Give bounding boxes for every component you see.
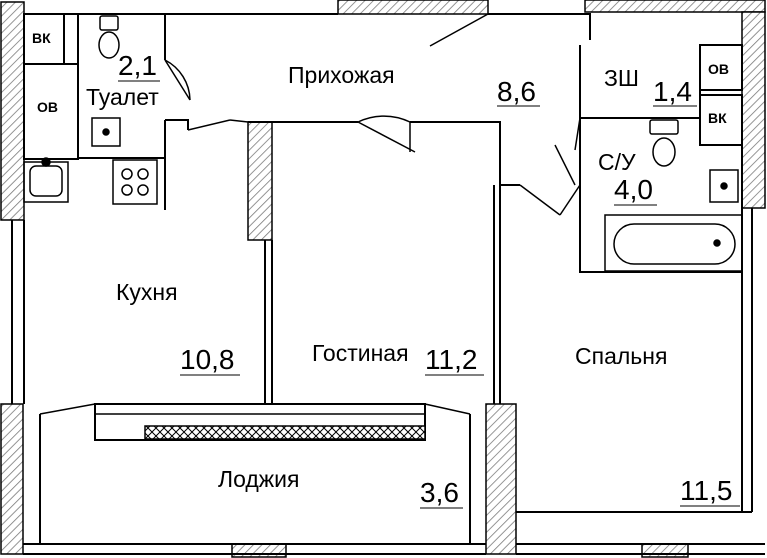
loggia-rail [94, 403, 426, 441]
shaft-ov-label: ОВ [37, 99, 58, 115]
shaft-vk-label: ВК [32, 30, 51, 46]
kitchen-name: Кухня [116, 279, 178, 305]
bathroom-name: С/У [598, 149, 636, 175]
living-name: Гостиная [312, 340, 409, 366]
toilet-name: Туалет [86, 84, 159, 110]
doors [39, 13, 581, 415]
bathroom-fixtures [604, 119, 743, 272]
area-underlines [118, 80, 740, 509]
closet-name: ЗШ [604, 65, 639, 91]
closet-area: 1,4 [653, 76, 692, 107]
hallway-name: Прихожая [288, 62, 395, 88]
bathroom-area: 4,0 [614, 174, 653, 205]
toilet-fixtures [91, 15, 121, 147]
toilet-area: 2,1 [118, 50, 157, 81]
loggia-name: Лоджия [218, 466, 300, 492]
loggia-area: 3,6 [420, 477, 459, 508]
kitchen-fixtures [23, 157, 158, 205]
shaft-vk-label: ВК [708, 110, 727, 126]
bedroom-name: Спальня [575, 343, 667, 369]
interior-walls [11, 13, 765, 555]
shaft-ov-label: ОВ [708, 61, 729, 77]
kitchen-area: 10,8 [180, 344, 235, 375]
hallway-area: 8,6 [497, 76, 536, 107]
living-area: 11,2 [425, 344, 477, 375]
bedroom-area: 11,5 [680, 475, 732, 506]
